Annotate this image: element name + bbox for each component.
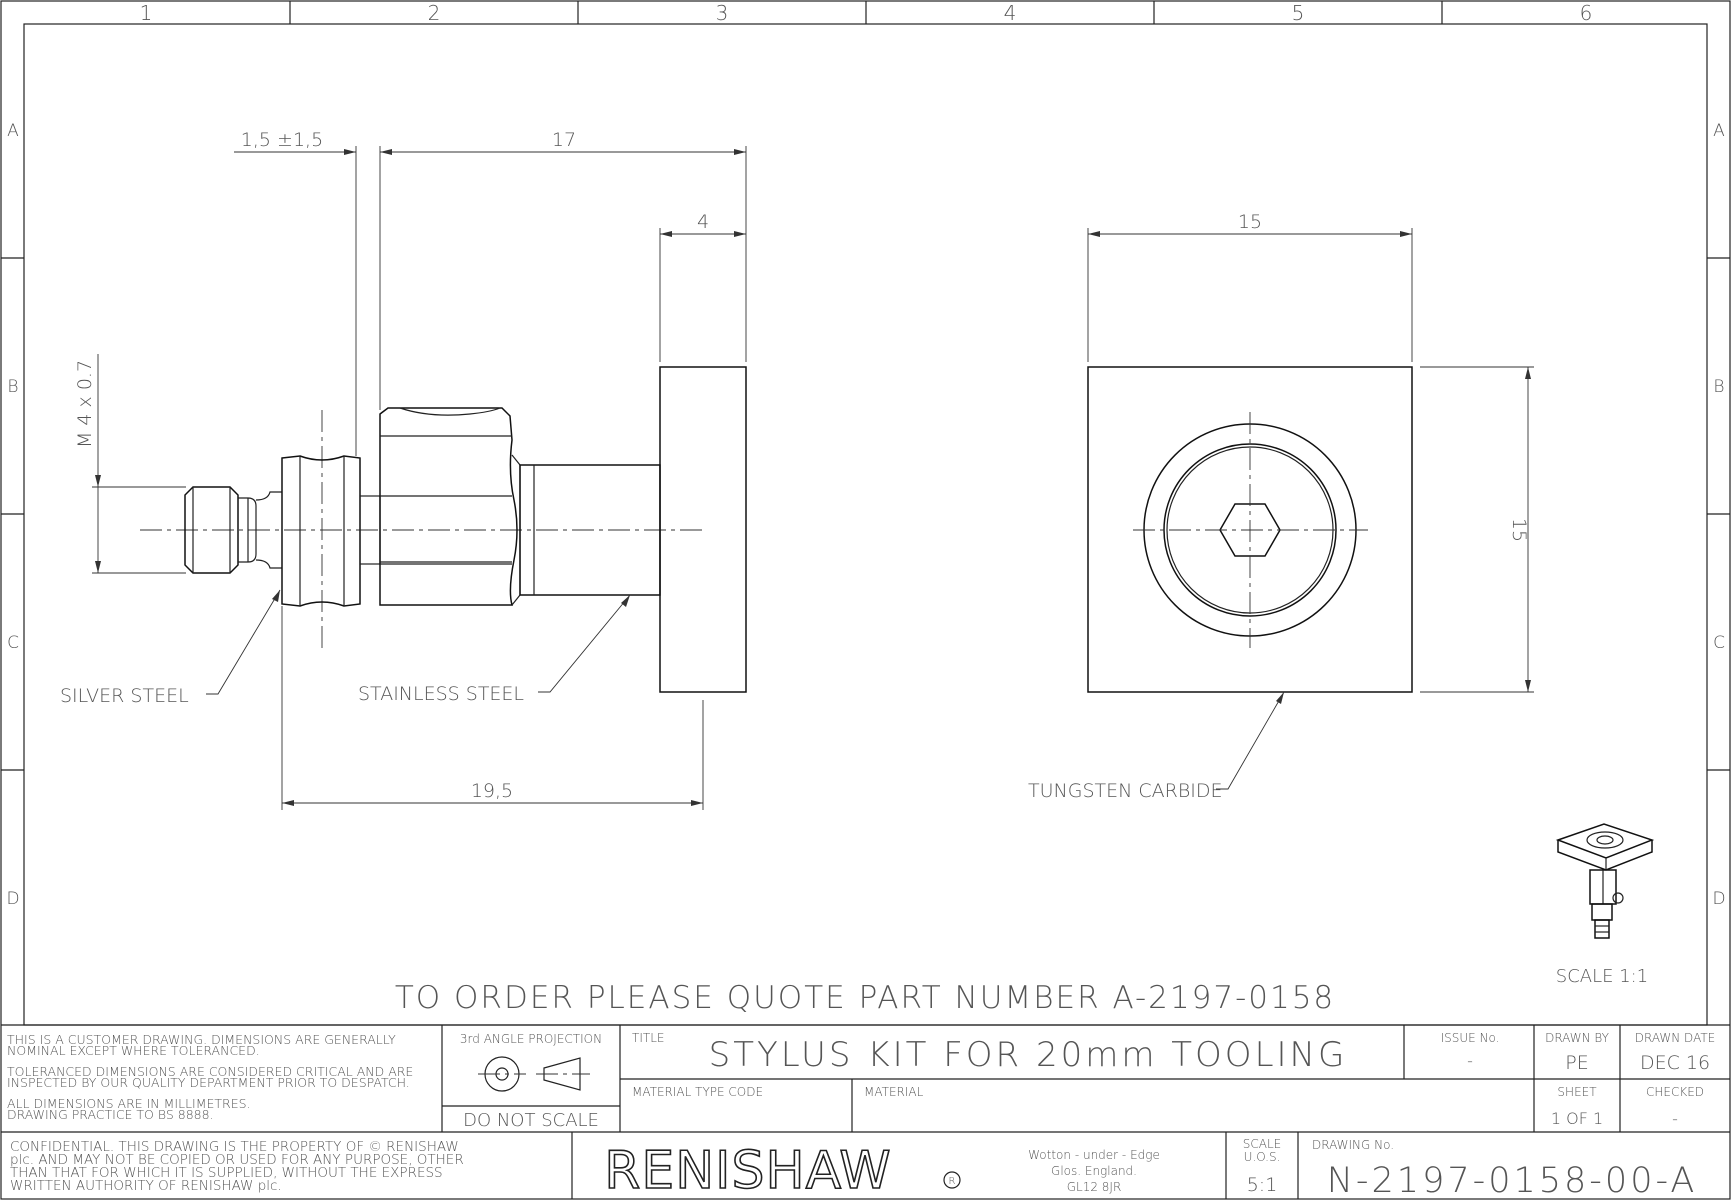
confidential-line: WRITTEN AUTHORITY OF RENISHAW plc. bbox=[10, 1178, 282, 1194]
row-label-c-right: C bbox=[1713, 633, 1725, 653]
dimension-15-height: 15 bbox=[1420, 366, 1534, 693]
column-label-4: 4 bbox=[1004, 1, 1017, 25]
dimension-19-5: 19,5 bbox=[281, 606, 704, 810]
dimension-17: 17 bbox=[380, 129, 747, 362]
dimension-thread-label: M 4 x 0.7 bbox=[74, 360, 96, 448]
confidential-line: CONFIDENTIAL. THIS DRAWING IS THE PROPER… bbox=[10, 1139, 459, 1155]
confidential-line: THAN THAT FOR WHICH IT IS SUPPLIED, WITH… bbox=[10, 1165, 443, 1181]
dimension-19-5-label: 19,5 bbox=[471, 780, 513, 802]
callout-tungsten-carbide-label: TUNGSTEN CARBIDE bbox=[1028, 780, 1223, 802]
issue-value: - bbox=[1467, 1051, 1473, 1070]
order-note: TO ORDER PLEASE QUOTE PART NUMBER A-2197… bbox=[395, 980, 1335, 1016]
column-labels: 1 2 3 4 5 6 bbox=[140, 1, 1593, 25]
iso-scale-label: SCALE 1:1 bbox=[1556, 966, 1648, 987]
dimension-thread: M 4 x 0.7 bbox=[74, 354, 186, 574]
carbide-square bbox=[1087, 366, 1413, 693]
column-label-5: 5 bbox=[1292, 1, 1305, 25]
address-line: Wotton - under - Edge bbox=[1028, 1148, 1160, 1162]
sheet-label: SHEET bbox=[1557, 1085, 1597, 1099]
renishaw-logo: RENISHAW bbox=[604, 1141, 891, 1200]
dimension-15-height-label: 15 bbox=[1508, 518, 1530, 542]
stainless-steel-body bbox=[379, 407, 661, 606]
issue-label: ISSUE No. bbox=[1441, 1031, 1500, 1045]
note-line: DRAWING PRACTICE TO BS 8888. bbox=[7, 1107, 214, 1122]
dimension-17-label: 17 bbox=[552, 129, 576, 151]
scale-label: SCALE bbox=[1243, 1137, 1281, 1151]
carbide-disc-side bbox=[659, 366, 747, 693]
row-label-a-right: A bbox=[1713, 121, 1725, 141]
drawn-by-label: DRAWN BY bbox=[1545, 1031, 1610, 1045]
title-block: THIS IS A CUSTOMER DRAWING. DIMENSIONS A… bbox=[1, 1024, 1730, 1200]
do-not-scale: DO NOT SCALE bbox=[463, 1110, 599, 1131]
confidential-line: plc. AND MAY NOT BE COPIED OR USED FOR A… bbox=[10, 1152, 464, 1168]
confidential-notice: CONFIDENTIAL. THIS DRAWING IS THE PROPER… bbox=[10, 1139, 464, 1194]
column-label-2: 2 bbox=[428, 1, 441, 25]
note-line: TOLERANCED DIMENSIONS ARE CONSIDERED CRI… bbox=[7, 1064, 413, 1079]
dimension-15-width-label: 15 bbox=[1238, 211, 1262, 233]
address-line: Glos. England. bbox=[1051, 1164, 1137, 1178]
drawing-number-label: DRAWING No. bbox=[1312, 1138, 1394, 1152]
material-label: MATERIAL bbox=[864, 1085, 924, 1099]
isometric-view: SCALE 1:1 bbox=[1555, 823, 1655, 987]
row-label-b-left: B bbox=[7, 377, 18, 397]
callout-silver-steel: SILVER STEEL bbox=[60, 589, 281, 707]
column-label-1: 1 bbox=[140, 1, 153, 25]
callout-silver-steel-label: SILVER STEEL bbox=[60, 685, 189, 707]
registered-mark-icon: R bbox=[943, 1171, 961, 1189]
customer-notes: THIS IS A CUSTOMER DRAWING. DIMENSIONS A… bbox=[7, 1032, 413, 1122]
column-zone-dividers bbox=[1, 1, 1730, 771]
row-labels: A B C D A B C D bbox=[6, 121, 1725, 909]
third-angle-projection-icon bbox=[478, 1056, 590, 1092]
row-label-d-right: D bbox=[1712, 889, 1725, 909]
note-line: ALL DIMENSIONS ARE IN MILLIMETRES. bbox=[7, 1096, 251, 1111]
sheet-value: 1 OF 1 bbox=[1551, 1109, 1603, 1128]
projection-label: 3rd ANGLE PROJECTION bbox=[460, 1032, 602, 1046]
uos-label: U.O.S. bbox=[1244, 1150, 1281, 1164]
scale-value: 5:1 bbox=[1247, 1174, 1278, 1196]
row-label-b-right: B bbox=[1713, 377, 1724, 397]
note-line: NOMINAL EXCEPT WHERE TOLERANCED. bbox=[7, 1043, 260, 1058]
column-label-6: 6 bbox=[1580, 1, 1593, 25]
drawn-date-value: DEC 16 bbox=[1640, 1052, 1710, 1074]
dimension-offset-label: 1,5 ±1,5 bbox=[241, 129, 323, 151]
row-label-a-left: A bbox=[7, 121, 19, 141]
inner-border bbox=[23, 23, 1708, 1026]
drawing-title: STYLUS KIT FOR 20mm TOOLING bbox=[709, 1035, 1348, 1075]
callout-tungsten-carbide: TUNGSTEN CARBIDE bbox=[1028, 691, 1285, 802]
callout-stainless-steel: STAINLESS STEEL bbox=[358, 594, 631, 705]
checked-label: CHECKED bbox=[1646, 1085, 1704, 1099]
dimension-4-label: 4 bbox=[697, 211, 709, 233]
checked-value: - bbox=[1672, 1109, 1678, 1128]
front-view: 15 15 TUNGSTEN CARBIDE bbox=[1028, 211, 1534, 802]
column-label-3: 3 bbox=[716, 1, 729, 25]
callout-stainless-steel-label: STAINLESS STEEL bbox=[358, 683, 524, 705]
row-label-d-left: D bbox=[6, 889, 19, 909]
svg-text:R: R bbox=[949, 1176, 956, 1187]
note-line: INSPECTED BY OUR QUALITY DEPARTMENT PRIO… bbox=[7, 1075, 410, 1090]
dimension-15-width: 15 bbox=[1087, 211, 1413, 362]
dimension-offset: 1,5 ±1,5 bbox=[234, 129, 392, 456]
material-type-code-label: MATERIAL TYPE CODE bbox=[632, 1085, 763, 1099]
dimension-4: 4 bbox=[659, 211, 746, 362]
drawing-number: N-2197-0158-00-A bbox=[1327, 1161, 1698, 1200]
threaded-tip bbox=[184, 486, 282, 574]
drawn-by-value: PE bbox=[1565, 1052, 1588, 1074]
row-label-c-left: C bbox=[7, 633, 19, 653]
note-line: THIS IS A CUSTOMER DRAWING. DIMENSIONS A… bbox=[7, 1032, 396, 1047]
silver-steel-shank bbox=[281, 455, 381, 607]
address-line: GL12 8JR bbox=[1067, 1180, 1122, 1194]
title-label: TITLE bbox=[632, 1031, 664, 1045]
side-view: 1,5 ±1,5 17 4 M 4 x 0.7 bbox=[60, 129, 747, 810]
company-address: Wotton - under - Edge Glos. England. GL1… bbox=[1028, 1148, 1160, 1194]
drawn-date-label: DRAWN DATE bbox=[1635, 1031, 1716, 1045]
